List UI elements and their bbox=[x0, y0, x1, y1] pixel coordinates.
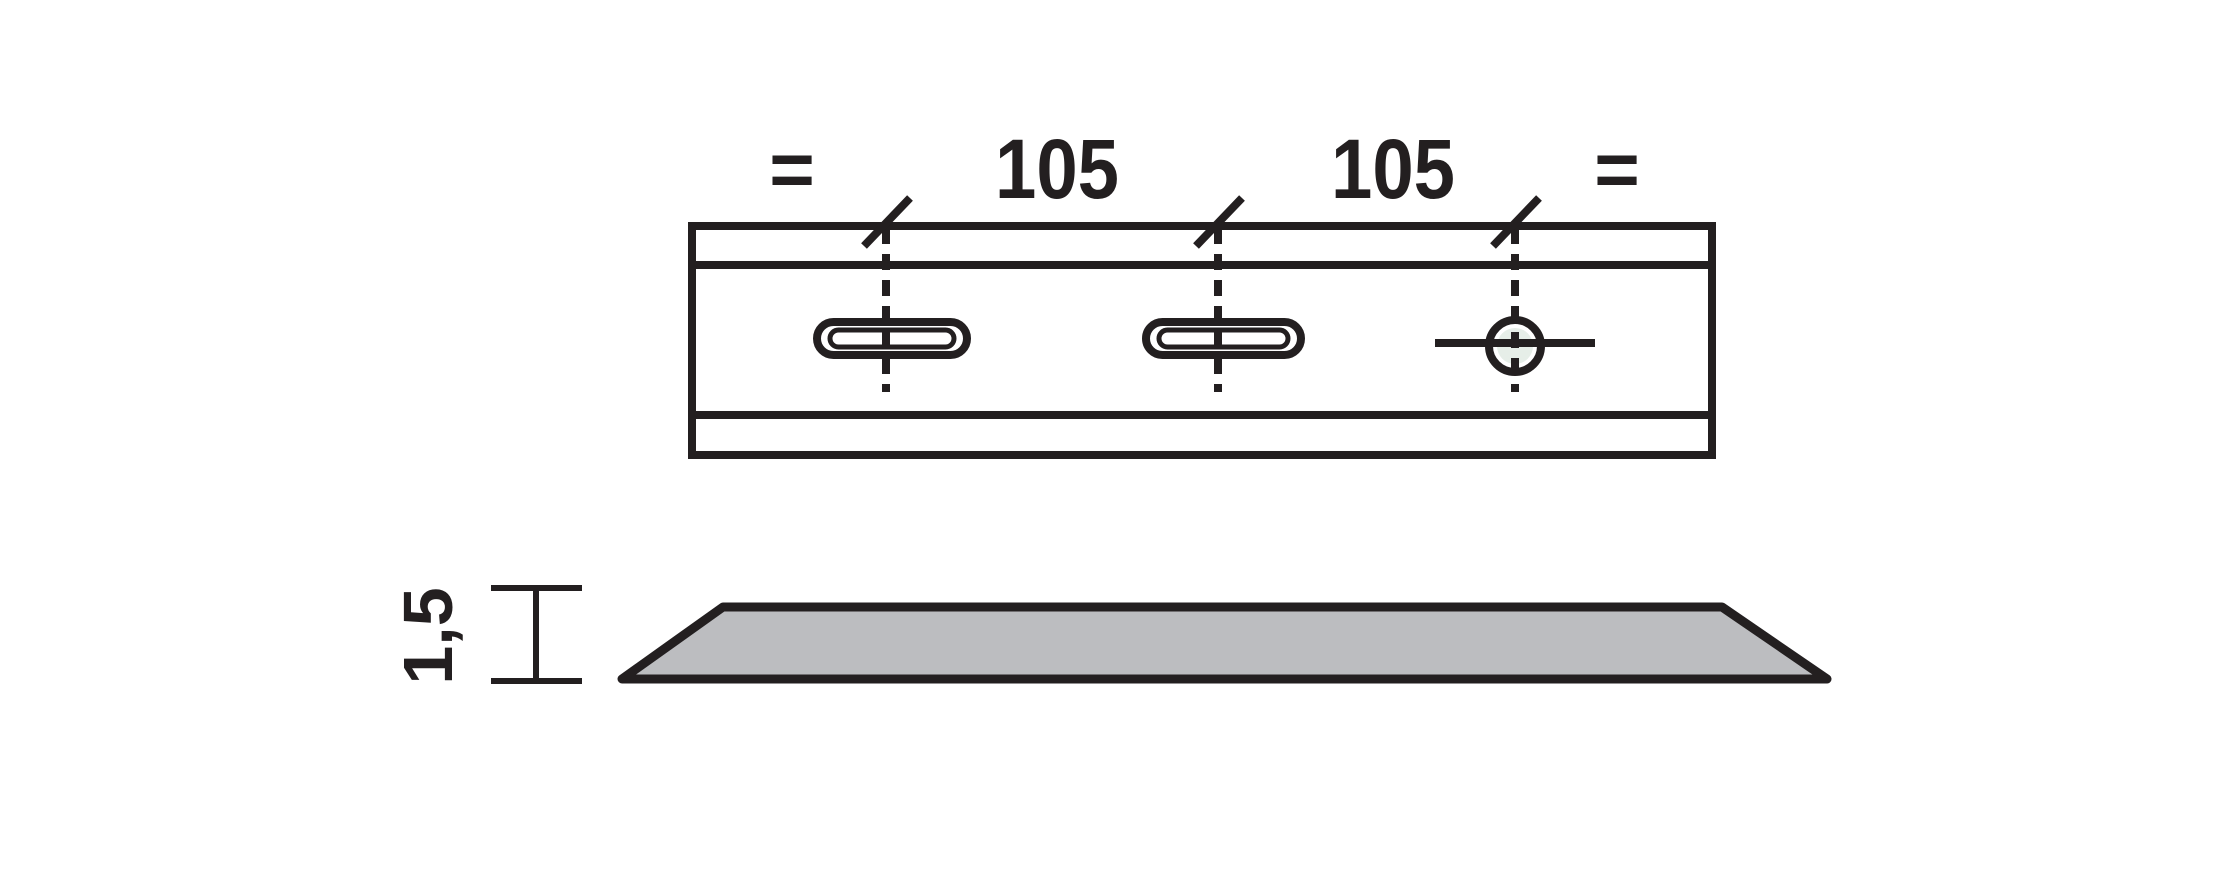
slot-hole-1 bbox=[813, 318, 971, 359]
thickness-label: 1,5 bbox=[389, 587, 467, 684]
dimension-tick-3 bbox=[1490, 195, 1542, 249]
top-view bbox=[688, 195, 1716, 459]
plate-profile bbox=[617, 602, 1832, 684]
hole-spacing-1-label: 105 bbox=[995, 122, 1119, 216]
edge-spacing-right-label: = bbox=[1594, 125, 1640, 213]
thickness-dimension-marker bbox=[491, 585, 582, 684]
plate-outline bbox=[688, 222, 1716, 459]
hole-spacing-2-label: 105 bbox=[1331, 122, 1455, 216]
dimension-tick-1 bbox=[861, 195, 913, 249]
slot-hole-2 bbox=[1142, 318, 1305, 359]
side-view: 1,5 bbox=[389, 585, 1832, 685]
edge-spacing-left-label: = bbox=[769, 125, 815, 213]
dimension-tick-2 bbox=[1193, 195, 1245, 249]
